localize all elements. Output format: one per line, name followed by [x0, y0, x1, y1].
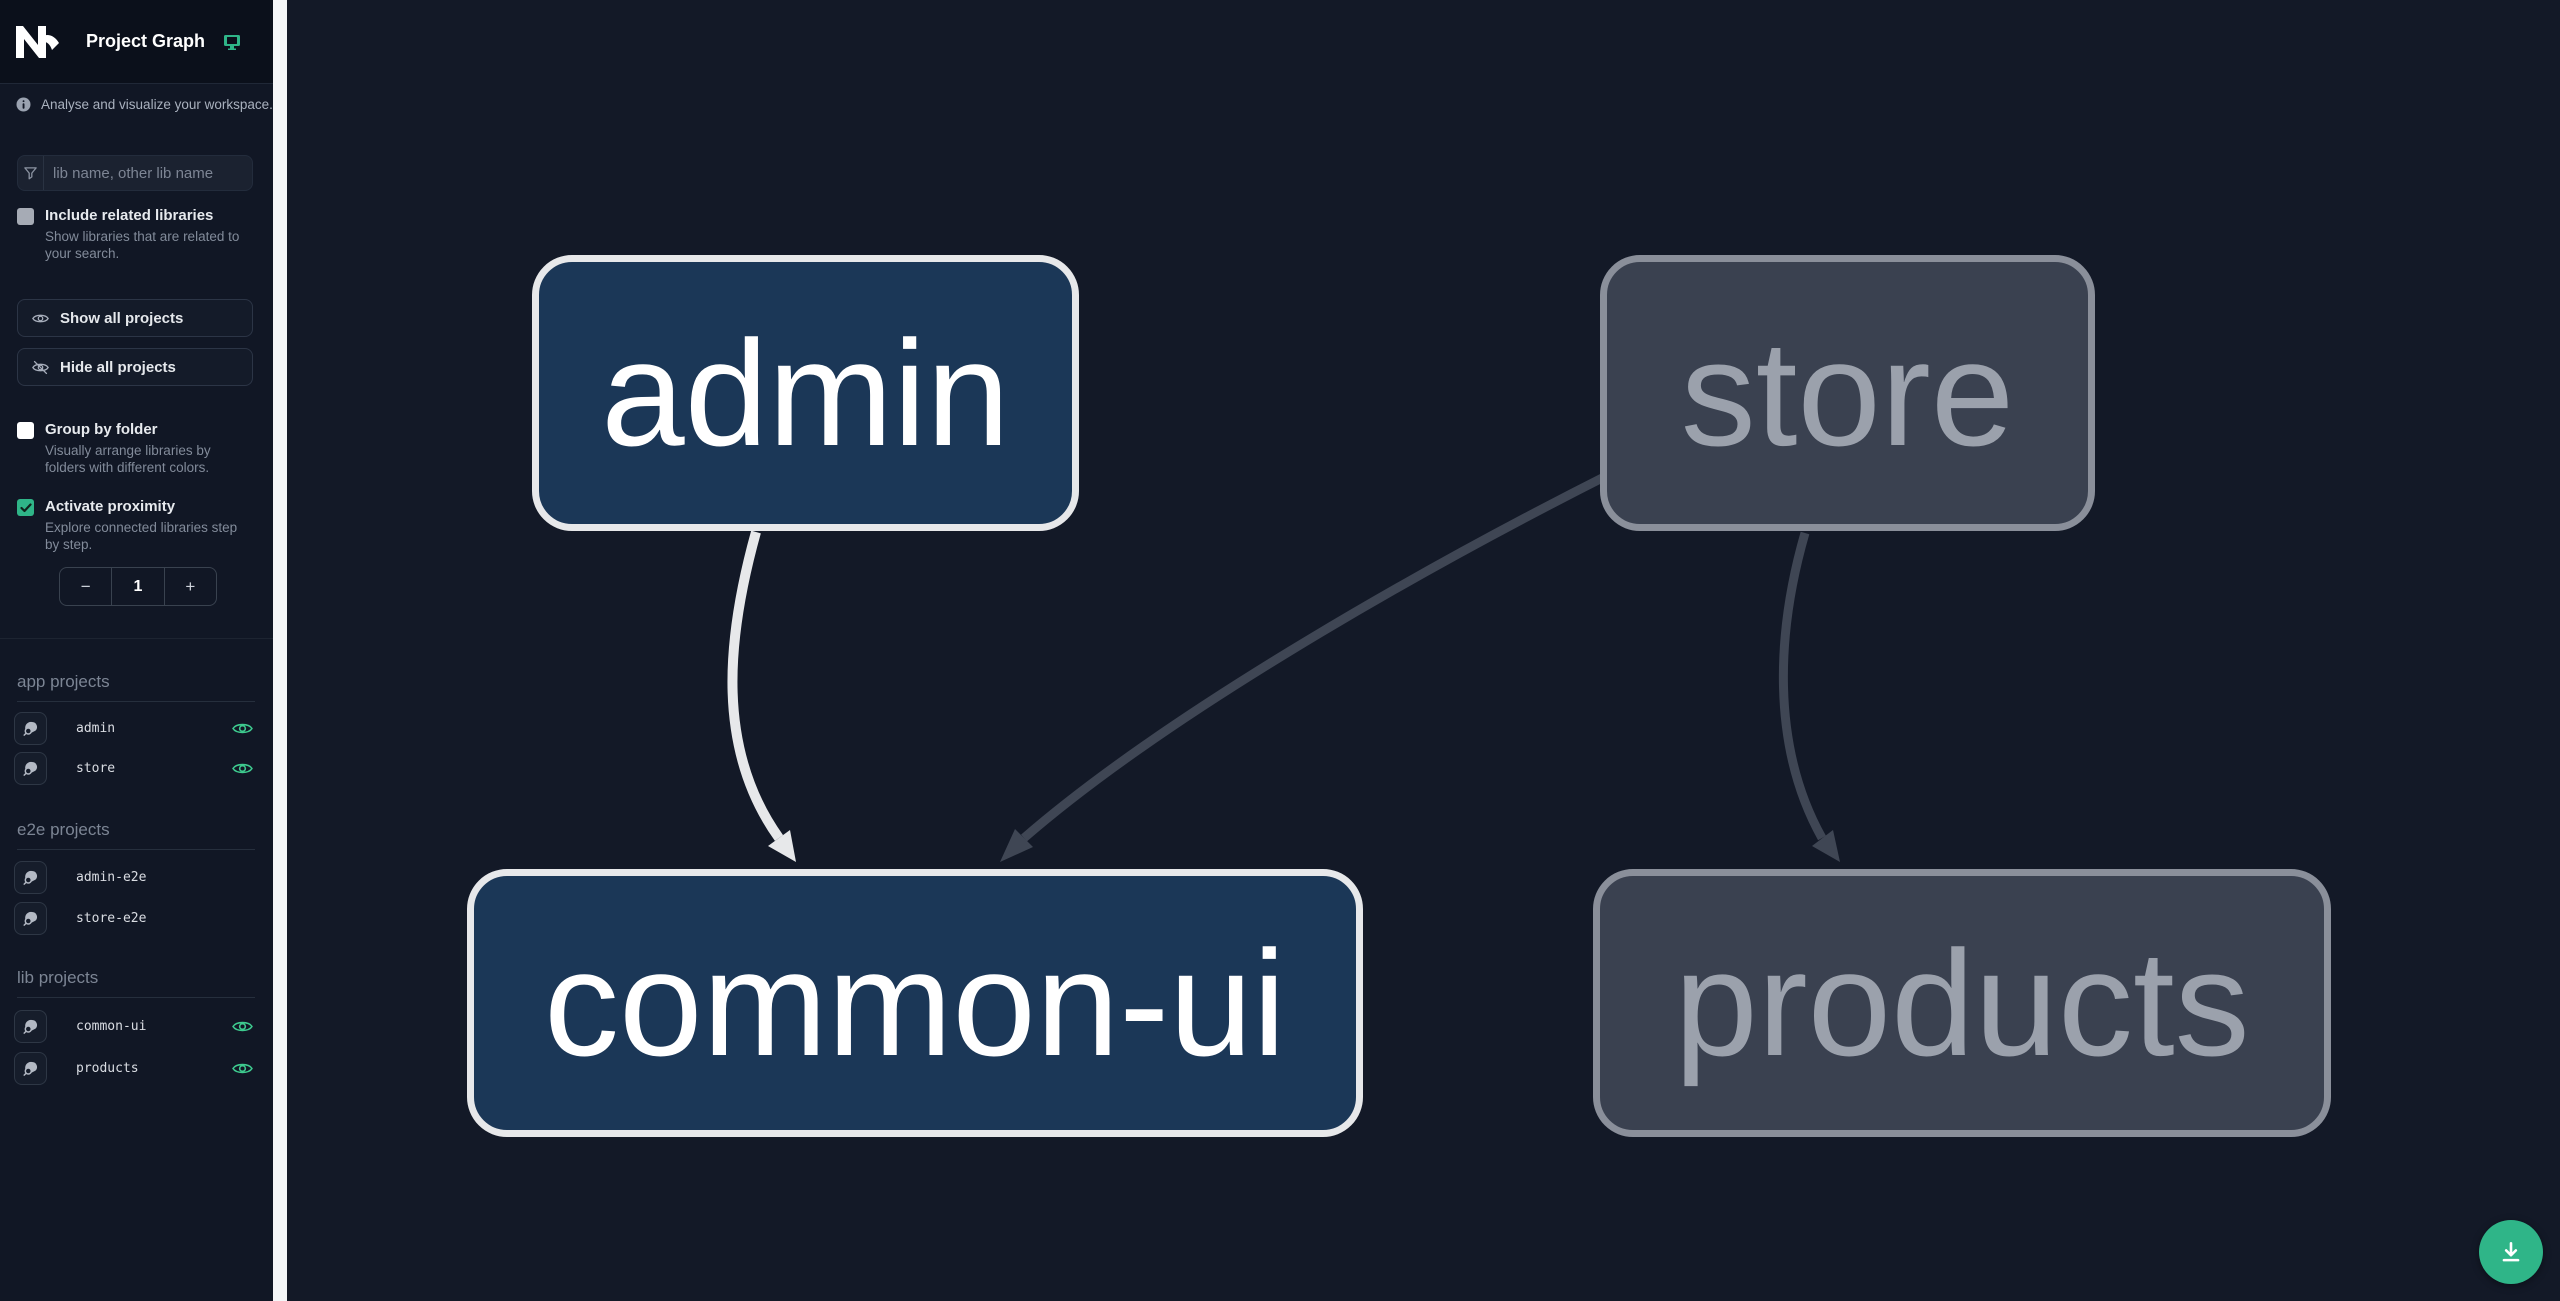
workspace-subtitle: Analyse and visualize your workspace. — [16, 97, 273, 112]
proximity-value: 1 — [111, 568, 165, 605]
app-title: Project Graph — [86, 31, 206, 51]
project-row-store-e2e: store-e2e — [14, 902, 259, 935]
nx-logo — [16, 25, 62, 58]
toggle-visibility-eye-icon[interactable] — [230, 759, 254, 779]
proximity-increment-button[interactable]: + — [165, 568, 216, 605]
project-row-admin: admin — [14, 712, 259, 745]
sidebar-header: Project Graph — [0, 0, 273, 84]
focus-project-icon[interactable] — [14, 1052, 47, 1085]
include-related-label: Include related libraries — [45, 207, 214, 224]
filter-icon — [18, 156, 44, 190]
focus-project-icon[interactable] — [14, 752, 47, 785]
sidebar: Project Graph Analyse and visualize your… — [0, 0, 273, 1301]
eye-icon — [18, 312, 49, 325]
subtitle-text: Analyse and visualize your workspace. — [41, 97, 273, 112]
focus-project-icon[interactable] — [14, 902, 47, 935]
include-related-desc: Show libraries that are related to your … — [45, 229, 240, 261]
group-by-folder-label: Group by folder — [45, 421, 158, 438]
eye-off-icon — [18, 360, 49, 375]
hide-all-projects-label: Hide all projects — [60, 358, 176, 376]
hide-all-projects-button[interactable]: Hide all projects — [17, 348, 253, 386]
activate-proximity-option: Activate proximity Explore connected lib… — [17, 497, 254, 553]
project-name: admin — [76, 721, 116, 736]
group-by-folder-option: Group by folder Visually arrange librari… — [17, 420, 254, 476]
toggle-visibility-eye-icon[interactable] — [230, 719, 254, 739]
graph-node-common-ui[interactable]: common-ui — [467, 869, 1363, 1137]
info-icon — [16, 97, 31, 112]
activate-proximity-label: Activate proximity — [45, 498, 176, 515]
show-all-projects-label: Show all projects — [60, 309, 184, 327]
section-lib-projects: lib projects — [17, 968, 255, 998]
include-related-option: Include related libraries Show libraries… — [17, 206, 254, 262]
download-graph-button[interactable] — [2479, 1220, 2543, 1284]
focus-project-icon[interactable] — [14, 861, 47, 894]
graph-node-admin[interactable]: admin — [532, 255, 1079, 531]
project-name: store — [76, 761, 116, 776]
section-app-projects: app projects — [17, 672, 255, 702]
monitor-icon — [223, 33, 241, 51]
section-e2e-projects: e2e projects — [17, 820, 255, 850]
project-row-admin-e2e: admin-e2e — [14, 861, 259, 894]
show-all-projects-button[interactable]: Show all projects — [17, 299, 253, 337]
project-name: common-ui — [76, 1019, 147, 1034]
toggle-visibility-eye-icon[interactable] — [230, 1059, 254, 1079]
project-name: store-e2e — [76, 911, 147, 926]
sidebar-divider — [0, 638, 273, 639]
include-related-checkbox[interactable] — [17, 208, 34, 225]
toggle-visibility-eye-icon[interactable] — [230, 1017, 254, 1037]
focus-project-icon[interactable] — [14, 712, 47, 745]
search-box — [17, 155, 253, 191]
project-row-products: products — [14, 1052, 259, 1085]
proximity-stepper: − 1 + — [59, 567, 217, 606]
graph-node-store[interactable]: store — [1600, 255, 2095, 531]
graph-node-products[interactable]: products — [1593, 869, 2331, 1137]
activate-proximity-desc: Explore connected libraries step by step… — [45, 520, 238, 552]
focus-project-icon[interactable] — [14, 1010, 47, 1043]
search-input[interactable] — [44, 156, 252, 190]
download-icon — [2498, 1239, 2524, 1265]
group-by-folder-checkbox[interactable] — [17, 422, 34, 439]
activate-proximity-checkbox[interactable] — [17, 499, 34, 516]
project-name: admin-e2e — [76, 870, 147, 885]
project-row-store: store — [14, 752, 259, 785]
group-by-folder-desc: Visually arrange libraries by folders wi… — [45, 443, 211, 475]
proximity-decrement-button[interactable]: − — [60, 568, 111, 605]
sidebar-resizer[interactable] — [273, 0, 287, 1301]
project-name: products — [76, 1061, 139, 1076]
project-row-common-ui: common-ui — [14, 1010, 259, 1043]
